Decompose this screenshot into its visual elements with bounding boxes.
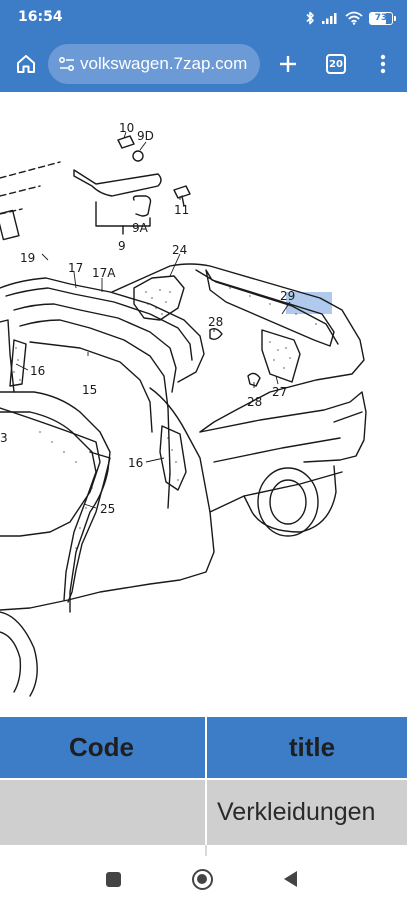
- parts-table: Code title Verkleidungen: [0, 717, 407, 856]
- home-button[interactable]: [8, 46, 44, 82]
- callout-9: 9: [118, 239, 126, 253]
- callout-28-lower: 28: [247, 395, 262, 409]
- url-text: volkswagen.7zap.com: [80, 54, 248, 73]
- callout-16-right: 16: [128, 456, 143, 470]
- new-tab-button[interactable]: [270, 46, 306, 82]
- callout-25: 25: [100, 502, 115, 516]
- signal-icon: [322, 13, 337, 24]
- callout-11: 11: [174, 203, 189, 217]
- status-bar: 16:54 73: [0, 0, 407, 36]
- callout-3: 3: [0, 431, 8, 445]
- callout-15: 15: [82, 383, 97, 397]
- bluetooth-icon: [306, 11, 314, 25]
- page-content: 10 9D 11 9A 9 19 17 17A 24 29 28 28 27 1…: [0, 92, 407, 856]
- callout-29: 29: [280, 289, 295, 303]
- home-icon: [17, 55, 35, 73]
- callout-27: 27: [272, 385, 287, 399]
- cell-code: [0, 779, 207, 845]
- wifi-icon: [345, 11, 363, 25]
- callout-17a: 17A: [92, 266, 116, 280]
- table-row: [0, 845, 407, 856]
- battery-icon: 73: [369, 11, 396, 25]
- tabs-icon: 20: [326, 54, 346, 74]
- home-circle-icon[interactable]: [192, 869, 213, 890]
- status-time: 16:54: [18, 9, 63, 25]
- callout-9d: 9D: [137, 129, 154, 143]
- tab-count: 20: [329, 58, 343, 70]
- browser-menu-button[interactable]: [366, 46, 400, 82]
- system-nav-bar: [0, 856, 407, 904]
- browser-toolbar: volkswagen.7zap.com 20: [0, 36, 407, 92]
- callout-16-left: 16: [30, 364, 45, 378]
- more-vert-icon: [380, 54, 386, 74]
- callout-9a: 9A: [132, 221, 149, 235]
- tab-switcher-button[interactable]: 20: [318, 46, 354, 82]
- column-header-title[interactable]: title: [288, 732, 336, 762]
- cell-title: Verkleidungen: [217, 798, 376, 826]
- parts-diagram: 10 9D 11 9A 9 19 17 17A 24 29 28 28 27 1…: [0, 121, 367, 697]
- cell-code-empty: [0, 845, 207, 856]
- column-header-code[interactable]: Code: [0, 717, 207, 779]
- callout-17: 17: [68, 261, 83, 275]
- site-info-icon[interactable]: [56, 53, 78, 75]
- callout-10: 10: [119, 121, 134, 135]
- plus-icon: [280, 56, 296, 72]
- callout-28-upper: 28: [208, 315, 223, 329]
- callout-19: 19: [20, 251, 35, 265]
- url-bar[interactable]: volkswagen.7zap.com: [48, 44, 260, 84]
- table-header-row: Code title: [0, 717, 407, 779]
- status-icons: 73: [305, 9, 396, 27]
- cell-title-empty: [206, 845, 407, 856]
- table-row[interactable]: Verkleidungen: [0, 779, 407, 845]
- battery-percent: 73: [374, 13, 388, 23]
- callout-24: 24: [172, 243, 187, 257]
- battery-level-fill: [370, 12, 387, 24]
- recent-apps-icon[interactable]: [106, 872, 121, 887]
- back-icon[interactable]: [284, 871, 297, 887]
